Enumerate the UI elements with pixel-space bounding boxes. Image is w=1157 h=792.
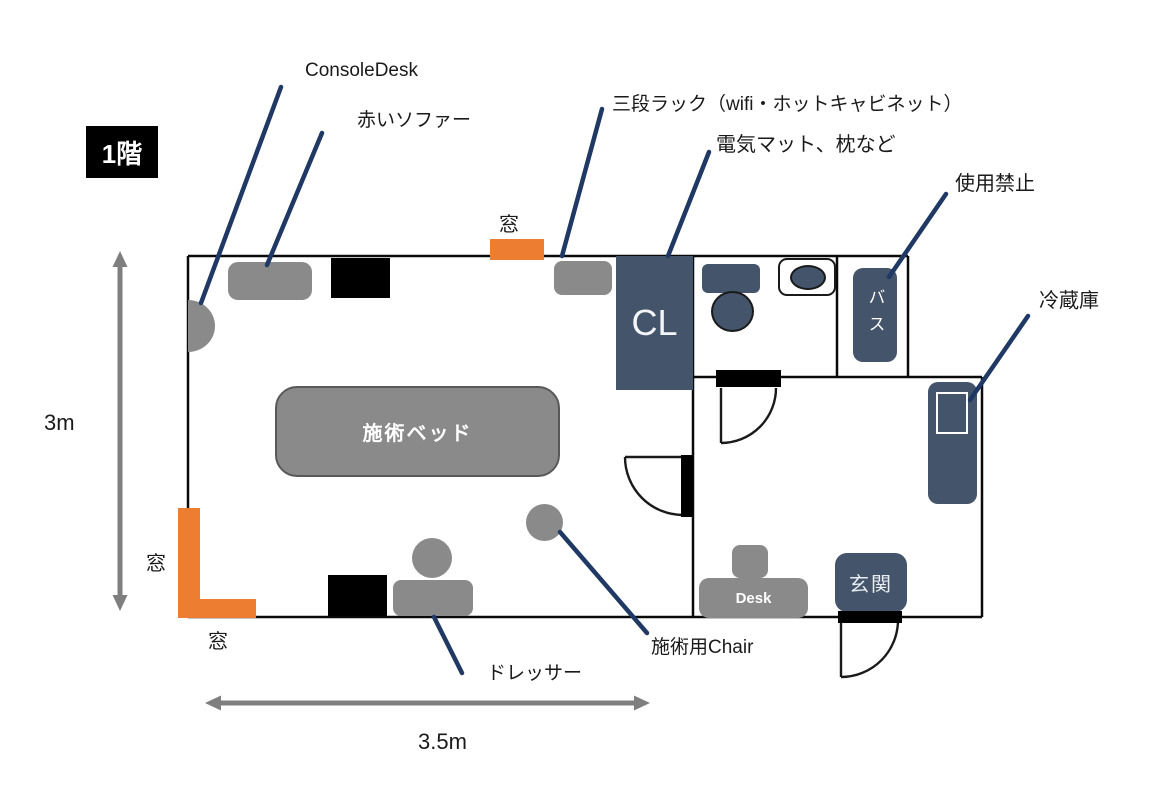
sink-basin-shape <box>790 265 826 290</box>
leader-rack-contents <box>665 149 712 259</box>
label-window-bottom: 窓 <box>208 631 228 653</box>
dimension-arrow-vertical <box>112 251 128 611</box>
label-red-sofa: 赤いソファー <box>357 110 472 131</box>
bath-unit: バス <box>853 268 897 362</box>
sink-shape <box>778 258 836 296</box>
label-dimension-width: 3.5m <box>418 729 467 754</box>
red-sofa-shape <box>228 262 312 300</box>
dresser-stool-shape <box>412 538 452 578</box>
window-top-shape <box>490 239 544 260</box>
label-no-use: 使用禁止 <box>955 173 1035 195</box>
floor-label: 1階 <box>86 126 158 178</box>
treatment-chair-shape <box>526 504 563 541</box>
leader-fridge <box>967 313 1031 403</box>
door-swing-toilet <box>719 387 778 445</box>
fridge-door-shape <box>936 392 968 434</box>
toilet-tank-shape <box>702 264 760 293</box>
label-rack: 三段ラック（wifi・ホットキャビネット） <box>612 94 963 115</box>
closet-cl: CL <box>616 256 693 390</box>
label-fridge: 冷蔵庫 <box>1039 290 1099 312</box>
leader-dresser <box>431 614 465 676</box>
desk-shape: Desk <box>699 578 808 618</box>
black-cabinet-bottom <box>328 575 387 616</box>
label-window-top: 窓 <box>499 214 519 236</box>
label-console-desk: ConsoleDesk <box>305 60 418 81</box>
doorway-entrance-threshold <box>838 611 902 623</box>
dresser-shape <box>393 580 473 616</box>
entrance-genkan: 玄関 <box>835 553 907 612</box>
fridge-shape <box>928 382 977 504</box>
three-tier-rack-shape <box>554 261 612 295</box>
leader-treatment-chair <box>557 529 650 636</box>
label-dimension-height: 3m <box>44 410 75 435</box>
label-rack-contents: 電気マット、枕など <box>716 134 896 156</box>
door-swing-entrance <box>839 619 900 679</box>
doorway-main-threshold <box>681 455 693 517</box>
treatment-bed: 施術ベッド <box>275 386 560 477</box>
leader-rack <box>559 106 605 259</box>
door-swing-main-room <box>623 455 684 517</box>
doorway-toilet-threshold <box>716 370 781 387</box>
toilet-bowl-shape <box>711 291 754 332</box>
black-cabinet-top <box>331 258 390 298</box>
window-left-horizontal-shape <box>197 599 256 618</box>
label-treatment-chair: 施術用Chair <box>651 637 754 658</box>
console-desk-shape <box>188 300 215 352</box>
desk-chair-shape <box>732 545 768 578</box>
label-dresser: ドレッサー <box>487 663 583 684</box>
dimension-arrow-horizontal <box>205 695 650 711</box>
label-window-left: 窓 <box>146 553 166 575</box>
leader-red-sofa <box>264 130 325 268</box>
leader-no-use <box>886 191 949 280</box>
